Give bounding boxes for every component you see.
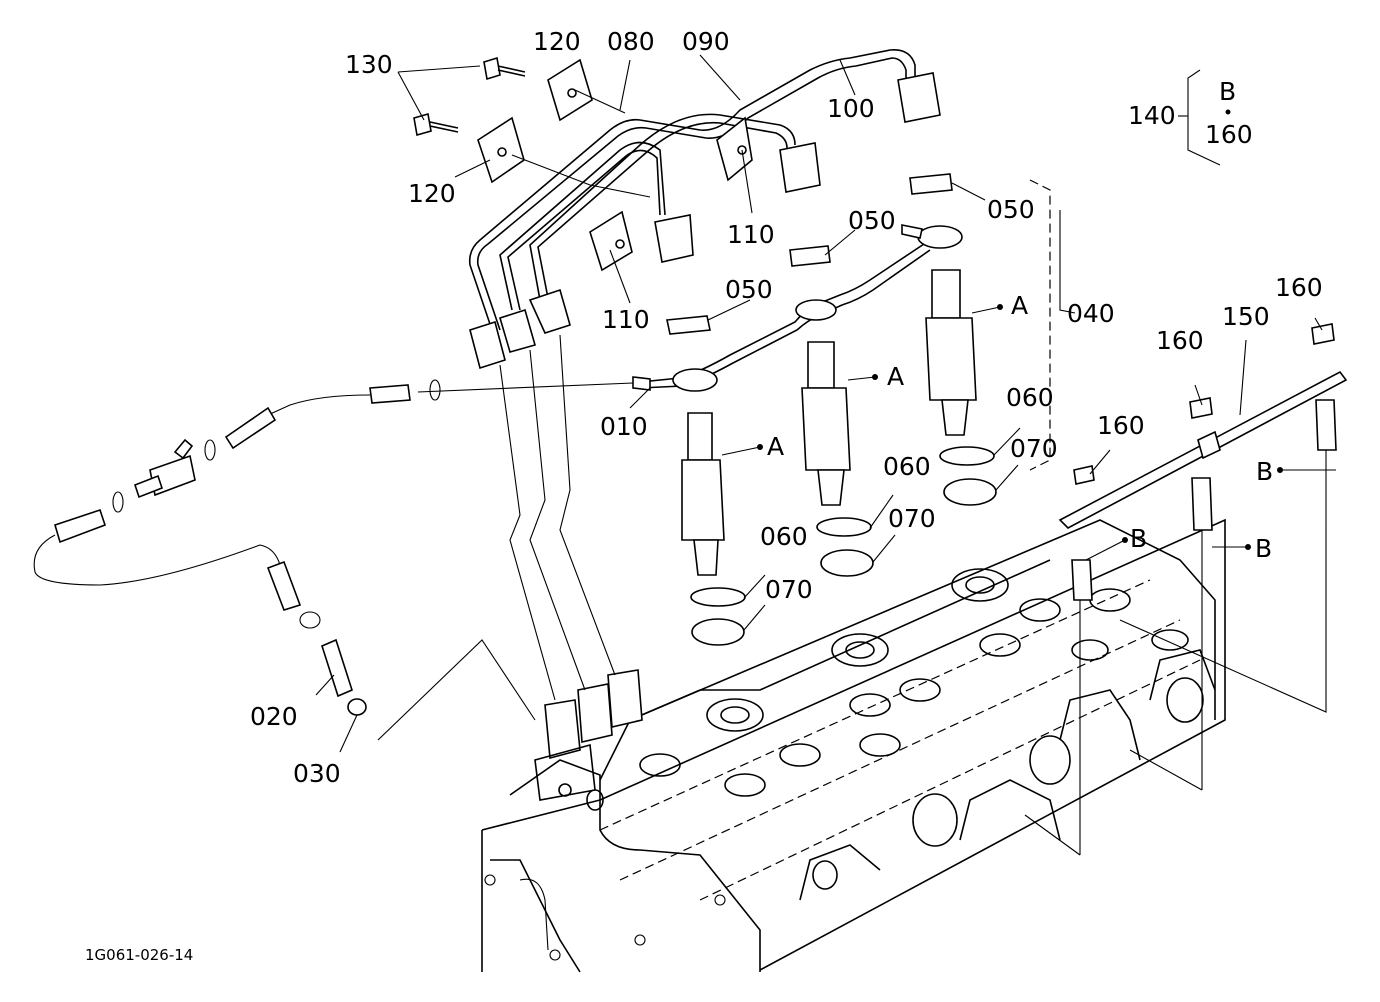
set-note-lower: 160 <box>1205 120 1253 149</box>
callout-050: 050 <box>725 275 773 304</box>
leader-lines <box>315 54 1336 753</box>
ref-dot <box>1245 544 1251 550</box>
injection-pump-outlets <box>534 669 643 801</box>
callout-160: 160 <box>1275 273 1323 302</box>
callout-120: 120 <box>408 179 456 208</box>
ref-b: B <box>1130 524 1147 553</box>
callout-070: 070 <box>888 504 936 533</box>
ref-dot <box>757 444 763 450</box>
callout-080: 080 <box>607 27 655 56</box>
ref-a: A <box>1011 291 1028 320</box>
washers-and-gaskets <box>690 446 997 646</box>
callout-070: 070 <box>1010 434 1058 463</box>
ref-dot <box>1122 537 1128 543</box>
callout-060: 060 <box>1006 383 1054 412</box>
ref-a: A <box>767 432 784 461</box>
clamp-bolts <box>413 56 526 137</box>
callout-160: 160 <box>1097 411 1145 440</box>
callout-070: 070 <box>765 575 813 604</box>
injection-pipes <box>468 48 941 701</box>
callout-130: 130 <box>345 50 393 79</box>
nozzle-holders <box>681 269 977 576</box>
set-note-upper: B <box>1219 77 1236 106</box>
callout-060: 060 <box>760 522 808 551</box>
set-note-number: 140 <box>1128 101 1176 130</box>
ref-dot <box>1277 467 1283 473</box>
ref-dot <box>872 374 878 380</box>
cylinder-head <box>481 518 1226 973</box>
callout-020: 020 <box>250 702 298 731</box>
callout-120: 120 <box>533 27 581 56</box>
callout-050: 050 <box>987 195 1035 224</box>
glow-plugs <box>1024 179 1348 856</box>
callout-100: 100 <box>827 94 875 123</box>
callout-110: 110 <box>727 220 775 249</box>
return-hose <box>33 379 634 741</box>
document-code: 1G061-026-14 <box>85 946 193 964</box>
callout-060: 060 <box>883 452 931 481</box>
callout-090: 090 <box>682 27 730 56</box>
ref-b: B <box>1256 457 1273 486</box>
ref-b: B <box>1255 534 1272 563</box>
callout-150: 150 <box>1222 302 1270 331</box>
ref-a: A <box>887 362 904 391</box>
callout-160: 160 <box>1156 326 1204 355</box>
ref-dot <box>997 304 1003 310</box>
callout-040: 040 <box>1067 299 1115 328</box>
nozzle-nuts <box>666 173 953 335</box>
callout-050: 050 <box>848 206 896 235</box>
callout-010: 010 <box>600 412 648 441</box>
leak-off-pipe <box>632 224 963 392</box>
callout-110: 110 <box>602 305 650 334</box>
callout-labels: 130 120 120 080 090 100 110 110 050 050 … <box>85 27 1323 964</box>
pipe-clamps <box>477 58 753 272</box>
callout-030: 030 <box>293 759 341 788</box>
